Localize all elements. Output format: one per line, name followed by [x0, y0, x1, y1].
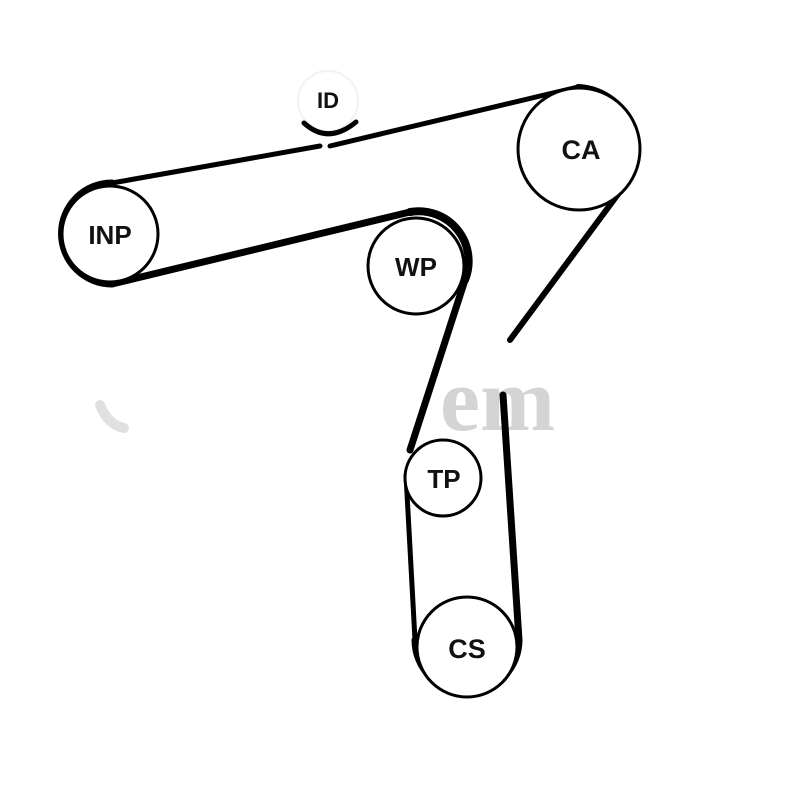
- pulley-inp-label: INP: [88, 220, 131, 250]
- pulley-wp: WP: [366, 216, 466, 316]
- pulley-inp-circle: [60, 184, 160, 284]
- pulley-tp: TP: [403, 438, 483, 518]
- belt-span-cs-up: [499, 391, 523, 644]
- pulley-id-wrap: [301, 119, 359, 137]
- pulley-tp-circle: [403, 438, 483, 518]
- belt-span-tp-cs: [403, 472, 418, 643]
- pulley-id-label: ID: [317, 88, 339, 113]
- pulley-ca-label: CA: [562, 135, 601, 165]
- pulley-id-circle: [297, 70, 359, 132]
- belt-span-idler-ca: [327, 84, 581, 149]
- pulley-wp-label: WP: [395, 252, 437, 282]
- pulley-cs-label: CS: [448, 634, 486, 664]
- pulley-wp-circle: [366, 216, 466, 316]
- pulley-inp: INP: [60, 184, 160, 284]
- belt-wrap-wp: [406, 207, 473, 284]
- pulley-ca-circle: [516, 86, 642, 212]
- pulley-ca: CA: [516, 86, 642, 212]
- pulley-id: ID: [297, 70, 359, 137]
- pulley-tp-label: TP: [427, 464, 460, 494]
- belt-span-inp-idler: [109, 143, 323, 186]
- watermark-text: em: [440, 351, 555, 450]
- belt-span-ca-down: [507, 175, 633, 343]
- belt-span-inp-wp: [108, 208, 414, 288]
- watermark-fragment: [95, 400, 129, 433]
- pulley-cs-circle: [415, 595, 519, 699]
- belt-span-wp-tp: [406, 276, 469, 454]
- pulley-cs: CS: [415, 595, 519, 699]
